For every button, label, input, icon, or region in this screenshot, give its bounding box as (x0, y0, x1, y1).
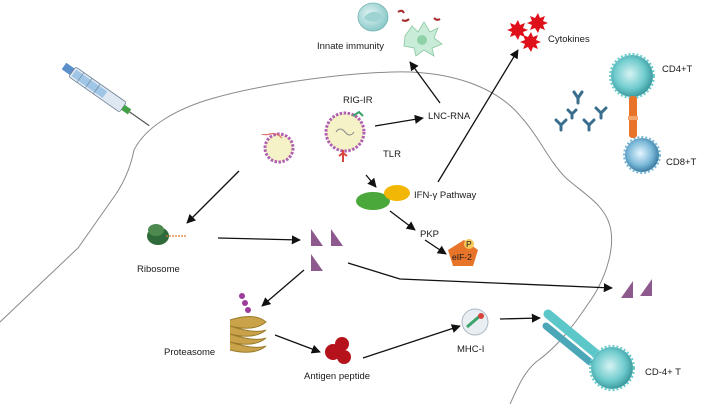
macrophage-icon (357, 2, 389, 32)
label-ribosome: Ribosome (137, 264, 180, 275)
label-mhc-i: MHC-I (457, 344, 485, 355)
cell-membrane (0, 71, 613, 405)
eif2-icon (448, 239, 478, 266)
arrow-tlr-to-ifn (365, 174, 377, 188)
tlr-receptor-icon (338, 150, 348, 162)
ifn-green-icon (356, 192, 390, 210)
label-proteasome: Proteasome (164, 347, 216, 358)
bacteria-icon (397, 9, 441, 22)
rig-ir-receptor-icon (324, 110, 366, 153)
tcr-bridge-icon (628, 96, 638, 138)
label-pkp: PKP (420, 229, 440, 240)
arrow-lnc-to-innate (409, 61, 441, 104)
label-antigen-peptide: Antigen peptide (304, 371, 371, 382)
cd8-t-cell-icon (623, 136, 661, 174)
antibody-icon (554, 90, 608, 132)
arrow-ifn-to-cytokines (437, 49, 519, 183)
cd4-t-cell-bottom-icon (589, 345, 635, 391)
label-cd8t: CD8+T (666, 157, 697, 168)
label-eif2-p: P (466, 239, 472, 249)
dendritic-cell-icon (403, 21, 443, 57)
arrow-antigen-to-proteasome (261, 269, 305, 307)
label-cd4t-top: CD4+T (662, 64, 693, 75)
ribosome-icon (147, 224, 186, 245)
label-cd4t-bottom: CD-4+ T (645, 367, 681, 378)
lipid-nanoparticle-icon (250, 130, 295, 164)
label-rig-ir: RIG-IR (343, 95, 373, 106)
cytokine-icon (507, 13, 548, 52)
arrow-ifn-to-pkp (389, 210, 416, 231)
arrow-ribosome-to-antigen (217, 235, 301, 245)
antigen-peptide-icon (325, 337, 351, 364)
arrow-pkp-to-eif2 (424, 239, 447, 255)
label-ifn-pathway: IFN-γ Pathway (414, 190, 477, 201)
arrow-antigen-to-surface (347, 262, 613, 293)
proteasome-icon (229, 293, 267, 353)
label-cytokines: Cytokines (548, 34, 590, 45)
label-innate-immunity: Innate immunity (317, 41, 385, 52)
label-eif2: eIF-2 (452, 252, 472, 262)
arrow-peptide-to-mhc (362, 324, 461, 359)
arrow-lnp-to-ribosome (186, 170, 240, 224)
syringe-icon (61, 62, 150, 127)
label-lnc-rna: LNC-RNA (428, 111, 471, 122)
mhc-i-icon (461, 308, 489, 336)
arrow-mhc-to-tcell (499, 313, 541, 323)
arrow-proteasome-to-peptide (274, 334, 321, 354)
antigen-triangle-surface-icon (621, 279, 652, 298)
arrow-rig-to-lnc (374, 114, 424, 127)
tcr-receptor-icon (542, 309, 599, 366)
antigen-triangle-icon (311, 229, 343, 271)
label-tlr: TLR (383, 149, 401, 160)
cd4-t-cell-icon (609, 53, 655, 99)
ifn-yellow-icon (384, 185, 410, 201)
